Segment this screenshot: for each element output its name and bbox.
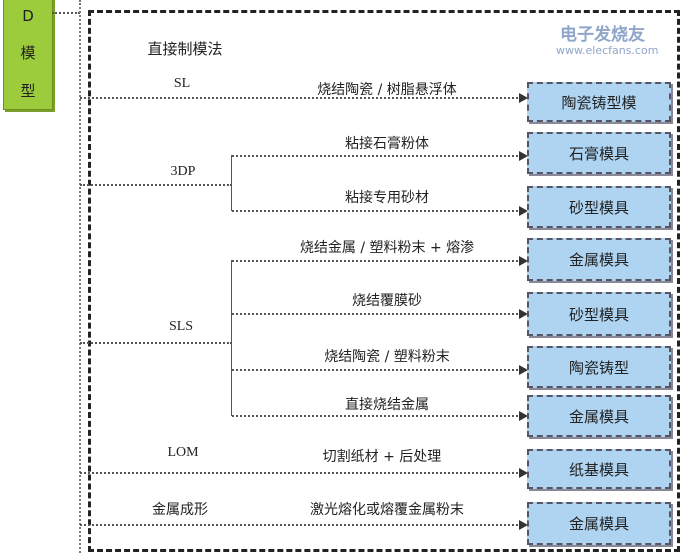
process-label: 烧结覆膜砂	[352, 293, 422, 309]
result-label: 金属模具	[568, 407, 629, 426]
arrow	[80, 520, 528, 530]
result-label: 砂型模具	[568, 305, 629, 324]
result-box: 砂型模具	[527, 292, 671, 336]
watermark-logo: 电子发烧友	[560, 25, 645, 45]
result-label: 金属模具	[568, 251, 629, 269]
process-label: 烧结陶瓷 / 塑料粉末	[324, 349, 450, 365]
result-label: 金属模具	[568, 515, 629, 533]
arrow	[232, 206, 528, 216]
left-char: D	[22, 7, 34, 26]
process-label: 切割纸材 + 后处理	[322, 449, 442, 465]
left-char: 型	[20, 81, 36, 100]
process-label: 烧结陶瓷 / 树脂悬浮体	[317, 82, 457, 98]
result-box: 纸基模具	[527, 449, 671, 489]
group-label-sl: SL	[173, 76, 191, 91]
process-label: 烧结金属 / 塑料粉末 + 熔渗	[299, 240, 475, 256]
process-label: 直接烧结金属	[345, 397, 429, 413]
branch-line	[231, 260, 232, 416]
result-box: 金属模具	[527, 502, 671, 545]
arrow	[80, 468, 528, 478]
arrow	[232, 256, 528, 266]
connector	[52, 12, 80, 14]
result-box: 金属模具	[527, 238, 671, 281]
process-label: 粘接专用砂材	[345, 190, 429, 206]
group-label-lom: LOM	[167, 445, 199, 460]
process-label: 粘接石膏粉体	[345, 136, 429, 152]
process-label: 激光熔化或熔覆金属粉末	[310, 502, 464, 518]
arrow	[232, 151, 528, 161]
branch-line	[231, 155, 232, 211]
result-label: 陶瓷铸型模	[561, 93, 637, 112]
arrow	[232, 365, 528, 375]
trunk-line	[79, 0, 81, 553]
result-box: 陶瓷铸型模	[527, 82, 671, 122]
arrow	[232, 309, 528, 319]
group-label-metal-forming: 金属成形	[152, 502, 208, 518]
result-box: 砂型模具	[527, 186, 671, 228]
arrow	[80, 93, 528, 103]
connector	[80, 184, 232, 186]
3d-model-box: D 模 型	[3, 0, 53, 110]
result-label: 砂型模具	[568, 198, 629, 217]
result-label: 石膏模具	[568, 144, 629, 163]
direct-mold-frame	[88, 10, 680, 552]
arrow	[232, 411, 528, 421]
result-label: 陶瓷铸型	[568, 358, 629, 377]
result-box: 石膏模具	[527, 132, 671, 174]
result-label: 纸基模具	[568, 460, 629, 479]
result-box: 陶瓷铸型	[527, 346, 671, 388]
group-label-3dp: 3DP	[170, 164, 196, 179]
left-char: 模	[20, 43, 36, 62]
group-label-sls: SLS	[168, 319, 194, 334]
result-box: 金属模具	[527, 395, 671, 437]
connector	[80, 342, 232, 344]
frame-title: 直接制模法	[147, 40, 223, 58]
watermark-url: www.elecfans.com	[556, 44, 659, 57]
